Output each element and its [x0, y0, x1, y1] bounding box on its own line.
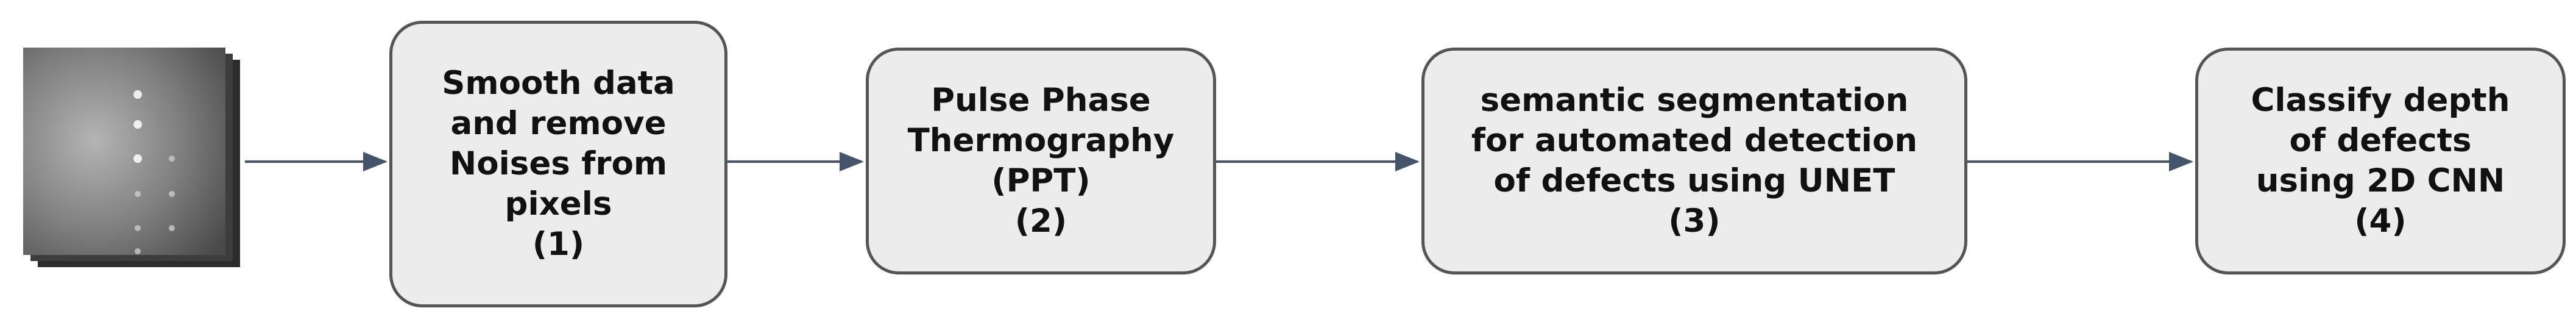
step-4-line-1: Classify depth — [2251, 82, 2510, 119]
step-2-line-2: Thermography — [907, 122, 1175, 159]
hot-spot — [169, 191, 175, 197]
step-1-number: (1) — [532, 226, 585, 263]
step-1-line-4: pixels — [504, 185, 612, 223]
step-2-line-1: Pulse Phase — [931, 82, 1151, 119]
step-4-line-3: using 2D CNN — [2256, 162, 2505, 199]
hot-spot — [169, 156, 175, 162]
step-2-line-3: (PPT) — [991, 162, 1091, 199]
step-2-number: (2) — [1014, 203, 1067, 240]
hot-spot — [133, 154, 142, 163]
hot-spot — [135, 225, 141, 231]
step-1-line-1: Smooth data — [442, 65, 675, 102]
step-3-number: (3) — [1668, 203, 1721, 240]
step-4-number: (4) — [2354, 203, 2407, 240]
step-1-line-3: Noises from — [449, 145, 668, 182]
step-3-line-2: for automated detection — [1471, 122, 1918, 159]
step-1-box: Smooth data and remove Noises from pixel… — [389, 21, 727, 307]
step-1-line-2: and remove — [450, 105, 667, 142]
hot-spot — [135, 191, 141, 197]
step-4-line-2: of defects — [2289, 122, 2472, 159]
step-3-line-3: of defects using UNET — [1493, 162, 1895, 199]
step-3-box: semantic segmentation for automated dete… — [1421, 48, 1967, 274]
stack-layer-front — [23, 48, 225, 255]
hot-spot — [169, 225, 175, 231]
hot-spot — [133, 120, 142, 129]
step-3-line-1: semantic segmentation — [1480, 82, 1909, 119]
thermal-image-stack-icon — [23, 48, 240, 267]
step-2-box: Pulse Phase Thermography (PPT) (2) — [866, 48, 1216, 274]
hot-spot — [133, 90, 142, 99]
hot-spot — [135, 248, 141, 254]
step-4-box: Classify depth of defects using 2D CNN (… — [2195, 48, 2566, 274]
